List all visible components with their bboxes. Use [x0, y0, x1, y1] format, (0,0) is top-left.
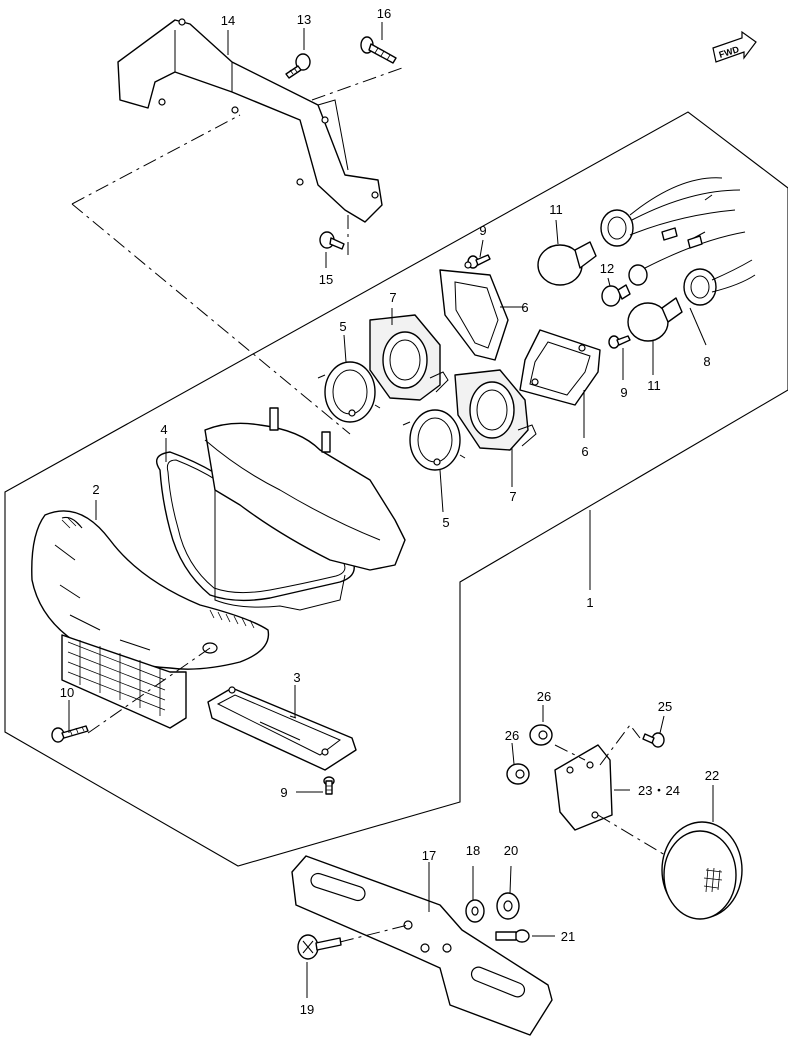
- callout-1: 1: [586, 595, 593, 610]
- fwd-arrow-badge: FWD: [712, 30, 757, 63]
- callout-6-lower: 6: [581, 444, 588, 459]
- callout-12: 12: [600, 261, 614, 276]
- screw-part-16: [360, 36, 397, 64]
- callout-4: 4: [160, 422, 167, 437]
- callout-11-lower: 11: [647, 378, 661, 393]
- gasket-part-6-upper: [439, 261, 509, 361]
- holder-part-5-lower: [402, 409, 466, 471]
- callout-9-right: 9: [620, 385, 627, 400]
- leader-lines: [68, 22, 714, 998]
- bulb-part-12: [601, 284, 631, 307]
- bracket-part-14: [117, 18, 383, 223]
- callout-19: 19: [300, 1002, 314, 1017]
- socket-part-7-lower: [454, 369, 537, 451]
- license-lens-part-3: [207, 686, 357, 771]
- assembly-dash-lines: [71, 67, 666, 943]
- callout-20: 20: [504, 843, 518, 858]
- nut-part-26-upper: [529, 724, 553, 746]
- screw-part-9-lower: [323, 776, 335, 795]
- screw-part-10: [51, 725, 89, 743]
- socket-part-7-upper: [369, 314, 449, 401]
- callout-5-upper: 5: [339, 319, 346, 334]
- callout-26-lower: 26: [505, 728, 519, 743]
- license-bracket-part-17: [291, 855, 553, 1036]
- callout-11-upper: 11: [549, 202, 563, 217]
- callout-26-upper: 26: [537, 689, 551, 704]
- callout-7-lower: 7: [509, 489, 516, 504]
- bulb-part-11-lower: [627, 297, 683, 342]
- screw-part-15: [319, 231, 345, 250]
- bolt-part-21: [495, 929, 530, 943]
- bolt-part-25: [642, 732, 665, 748]
- callout-18: 18: [466, 843, 480, 858]
- callout-23-24: 23・24: [638, 783, 680, 798]
- callout-7-upper: 7: [389, 290, 396, 305]
- callout-5-lower: 5: [442, 515, 449, 530]
- callout-16: 16: [377, 6, 391, 21]
- assembly-frame: [4, 111, 788, 867]
- housing-part-4: [156, 407, 406, 611]
- callout-6-upper: 6: [521, 300, 528, 315]
- callout-22: 22: [705, 768, 719, 783]
- nut-part-26-lower: [506, 763, 530, 785]
- lens-part-2: [31, 510, 270, 729]
- callout-8: 8: [703, 354, 710, 369]
- callout-3: 3: [293, 670, 300, 685]
- nut-part-20: [496, 892, 520, 920]
- callout-17: 17: [422, 848, 436, 863]
- holder-part-5-upper: [317, 361, 381, 423]
- callout-15: 15: [319, 272, 333, 287]
- callout-2: 2: [92, 482, 99, 497]
- callout-14: 14: [221, 13, 235, 28]
- callout-9-upper: 9: [479, 223, 486, 238]
- screw-part-13: [285, 53, 311, 79]
- harness-part-8: [600, 177, 756, 306]
- washer-part-18: [465, 899, 485, 923]
- callout-10: 10: [60, 685, 74, 700]
- gasket-part-6-lower: [519, 329, 601, 406]
- screw-part-9-right: [608, 335, 631, 349]
- callout-labels: 1 2 3 4 5 5 6 6 7 7 8 9 9 9 10 11 11 12 …: [60, 6, 719, 1017]
- bracket-part-23-24: [554, 744, 613, 831]
- callout-21: 21: [561, 929, 575, 944]
- screw-part-19: [297, 934, 342, 960]
- reflector-part-22: [661, 821, 743, 920]
- callout-9-lower: 9: [280, 785, 287, 800]
- bulb-part-11-upper: [537, 241, 597, 286]
- callout-25: 25: [658, 699, 672, 714]
- callout-13: 13: [297, 12, 311, 27]
